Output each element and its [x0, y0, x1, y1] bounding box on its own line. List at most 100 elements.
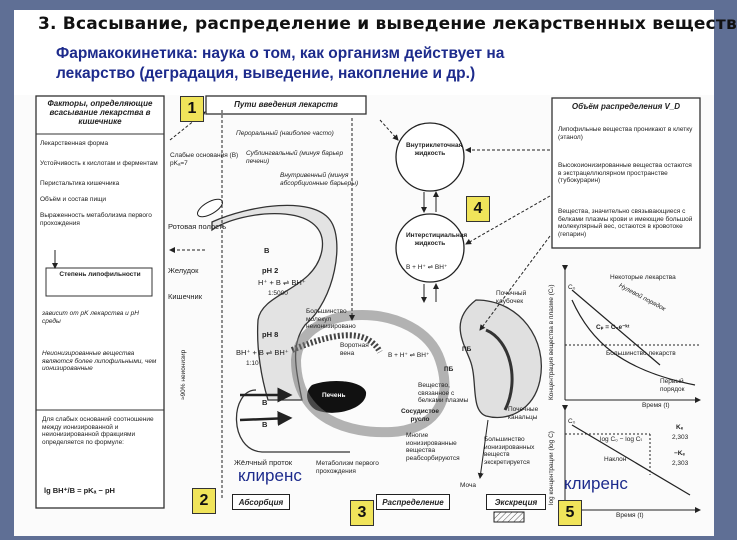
- vessel-equation: B + H⁺ ⇌ BH⁺: [388, 352, 430, 359]
- b-label-stomach: B: [264, 246, 270, 255]
- right-item-2: Высокоионизированные вещества остаются в…: [558, 162, 692, 184]
- intestine-ratio: 1:10: [246, 360, 259, 367]
- interstitial-label: Интерстициальная жидкость: [406, 232, 468, 247]
- pk-dependency-text: зависит от pK лекарства и pH среды: [42, 310, 139, 325]
- route-iv: Внутривенный (минуя абсорбционные барьер…: [280, 172, 359, 187]
- graph1-most-drugs: Большинство лекарств: [606, 350, 676, 357]
- intracellular-circle: [395, 122, 465, 192]
- protein-bound-label: Вещество, связанное с белками плазмы: [418, 382, 469, 404]
- graph1-some-drugs: Некоторые лекарства: [610, 274, 676, 281]
- intestine-ph: pH 8: [262, 330, 279, 339]
- nonionized-majority-label: Большинство молекул неионизировано: [306, 308, 356, 330]
- weak-bases-label: Слабые основания (B) pKₐ=7: [170, 152, 239, 167]
- badge-4: 4: [466, 196, 490, 222]
- stomach-label: Желудок: [168, 266, 199, 275]
- liver-label: Печень: [322, 392, 346, 399]
- route-sublingual: Сублингвальный (минуя барьер печени): [246, 150, 344, 165]
- graph1-zero-order-line: [571, 289, 661, 366]
- legend-distribution: Распределение: [376, 494, 450, 510]
- right-panel-frame: [551, 97, 701, 249]
- graph1-c0: C₀: [568, 284, 576, 291]
- portal-vein: [290, 332, 383, 354]
- left-item-4: Объём и состав пищи: [40, 196, 107, 203]
- b-label-intestine-1: B: [262, 398, 268, 407]
- excretion-legend-swatch: [493, 511, 525, 523]
- graph1-y-label: Концентрация вещества в плазме (Cₜ): [548, 284, 555, 400]
- slide-title: 3. Всасывание, распределение и выведение…: [38, 14, 737, 34]
- badge-5: 5: [558, 500, 582, 526]
- glomerulus-label: Почечный клубочек: [496, 290, 527, 305]
- vascular-loop: [290, 310, 450, 438]
- graph1-equation: Cₚ = C₀e⁻ᵏᵗ: [596, 324, 630, 331]
- left-item-2: Устойчивость к кислотам и ферментам: [40, 160, 158, 167]
- intestine-label: Кишечник: [168, 292, 203, 301]
- graph2-log-equation: log C₀ − log Cₜ: [600, 436, 643, 443]
- left-item-5: Выраженность метаболизма первого прохожд…: [40, 212, 152, 227]
- urine-label: Моча: [460, 482, 476, 489]
- formula-note-text: Для слабых оснований соотношение между и…: [42, 416, 154, 446]
- graph2-k2: −Kₑ: [674, 450, 685, 457]
- stomach-equation: H⁺ + B ⇌ BH⁺: [258, 278, 306, 287]
- interstitial-circle: [395, 213, 465, 283]
- absorption-percent-label: ≈90% неионизир: [180, 349, 187, 400]
- graph1-first-order: Первый порядок: [660, 378, 685, 393]
- ionization-formula: lg BH⁺/B = pKₐ − pH: [44, 486, 115, 495]
- right-panel-header: Объём распределения V_D: [571, 102, 681, 111]
- graph2-c0: C₀: [568, 418, 576, 425]
- subtitle-line-2: лекарство (деградация, выведение, накопл…: [56, 65, 476, 82]
- graph2-slope: Наклон: [604, 456, 627, 463]
- liver-shape: [307, 380, 367, 413]
- badge-3: 3: [350, 500, 374, 526]
- left-panel-header: Факторы, определяющие всасывание лекарст…: [47, 99, 153, 126]
- graph2-k1: Kₑ: [676, 424, 684, 431]
- pb-label-1: ПБ: [462, 346, 472, 353]
- legend-excretion: Экскреция: [486, 494, 546, 510]
- mouth-label: Ротовая полость: [168, 222, 227, 231]
- intracellular-label: Внутриклеточная жидкость: [406, 142, 463, 157]
- graph1-first-order-curve: [571, 299, 696, 386]
- left-item-1: Лекарственная форма: [40, 140, 109, 147]
- dashed-arrow-3: [379, 119, 399, 141]
- graph2-y-label: log концентрации (log C): [548, 431, 555, 505]
- vascular-bed-label: Сосудистое русло: [400, 408, 440, 423]
- left-panel-frame: [35, 95, 165, 509]
- stomach-ph: pH 2: [262, 266, 279, 275]
- lipophilicity-label: Степень липофильности: [59, 271, 141, 278]
- clearance-label-right: клиренс: [564, 474, 628, 493]
- graph2-d2: 2,303: [672, 460, 689, 467]
- portal-vein-label: Воротная вена: [340, 342, 369, 357]
- intestine-equation: BH⁺ + B ⇌ BH⁺: [236, 348, 289, 357]
- right-item-1: Липофильные вещества проникают в клетку …: [558, 126, 693, 141]
- bile-duct-label: Жёлчный проток: [234, 458, 293, 467]
- urine-outflow: [477, 419, 489, 479]
- slide-subtitle: Фармакокинетика: наука о том, как органи…: [56, 44, 696, 84]
- graph2-line: [571, 424, 691, 496]
- subtitle-line-1: Фармакокинетика: наука о том, как органи…: [56, 45, 505, 62]
- kidney-tubule: [485, 328, 514, 411]
- pb-label-2: ПБ: [444, 366, 454, 373]
- legend-absorption: Абсорбция: [232, 494, 290, 510]
- stomach-ratio: 1:5000: [268, 290, 288, 297]
- left-item-3: Перистальтика кишечника: [40, 180, 120, 187]
- dashed-arrow-9: [239, 411, 293, 426]
- graph2-x-label: Время (t): [616, 512, 644, 519]
- graph2-d1: 2,303: [672, 434, 689, 441]
- tablet-shape: [197, 198, 223, 218]
- right-item-3: Вещества, значительно связывающиеся с бе…: [558, 208, 693, 238]
- lipophilicity-box-frame: [45, 267, 153, 297]
- pharmacokinetics-diagram: [35, 95, 701, 523]
- clearance-label-left: клиренс: [238, 466, 302, 485]
- badge-1: 1: [180, 96, 204, 122]
- route-oral: Пероральный (наиболее часто): [236, 130, 334, 137]
- dashed-arrow-5: [465, 195, 551, 245]
- badge-2: 2: [192, 488, 216, 514]
- nonionized-text: Неионизированные вещества являются более…: [42, 350, 157, 372]
- routes-header: Пути введения лекарств: [234, 100, 338, 109]
- excreted-label: Большинство ионизированных веществ экскр…: [484, 436, 535, 466]
- dashed-arrow-6: [479, 235, 551, 331]
- first-pass-label: Метаболизм первого прохождения: [316, 460, 379, 475]
- routes-box-frame: [205, 95, 367, 115]
- intestine-outline: [235, 389, 350, 453]
- gi-tract-outline: [211, 204, 338, 401]
- reabsorbed-label: Многие ионизированные вещества реабсорби…: [406, 432, 460, 462]
